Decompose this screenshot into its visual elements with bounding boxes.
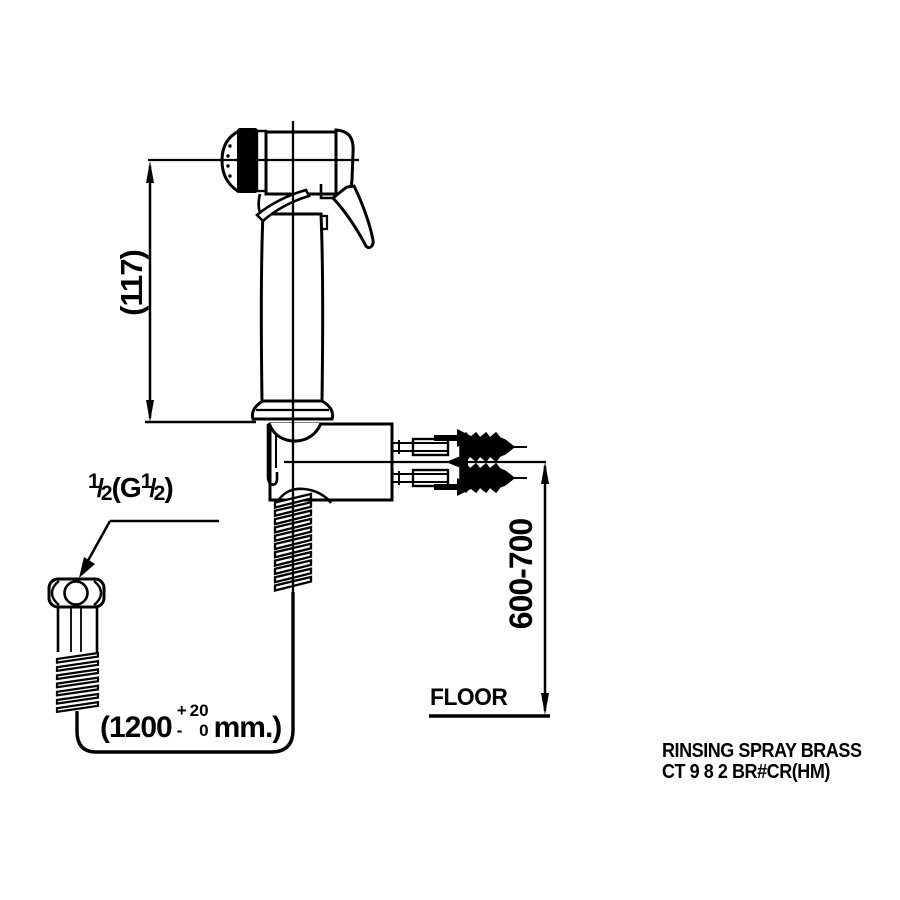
spray-head	[220, 128, 375, 250]
trigger-lever	[330, 184, 375, 250]
dim-117-label: (117)	[114, 250, 149, 316]
dim-arrow-up	[541, 462, 549, 484]
floor-label: FLOOR	[430, 684, 508, 711]
mounting-screw-top	[392, 429, 527, 463]
centerlines	[148, 121, 546, 592]
dimension-600-700	[541, 462, 549, 715]
mounting-screw-bottom	[392, 462, 527, 496]
title-block: RINSING SPRAY BRASS CT 9 8 2 BR#CR(HM)	[662, 741, 862, 783]
thread-leader-line	[79, 519, 219, 578]
dim-600-700-label: 600-700	[502, 518, 539, 630]
hose-outlet-dome	[275, 487, 333, 504]
nozzle-holes	[226, 144, 232, 178]
product-code: CT 9 8 2 BR#CR(HM)	[662, 761, 830, 783]
underside-wedge	[255, 188, 311, 223]
hose-connector	[47, 577, 106, 714]
bracket-hook	[266, 424, 279, 486]
dimension-117	[145, 161, 256, 424]
thread-size-label: 1/2(G1/2)	[88, 470, 174, 505]
wall-anchor-icon	[459, 462, 516, 494]
dim-arrow-down	[146, 400, 154, 422]
tolerance-stack: + 20 - 0	[176, 701, 209, 740]
nozzle-face	[220, 129, 240, 194]
dim-arrow-up	[146, 161, 154, 183]
trigger-pivot	[319, 184, 333, 200]
leader-arrow-head	[79, 557, 95, 578]
product-name: RINSING SPRAY BRASS	[662, 740, 862, 762]
connector-body	[56, 607, 99, 652]
handle-dome	[267, 422, 323, 443]
dim-arrow-down	[541, 693, 549, 715]
connector-threads	[55, 651, 100, 714]
flexible-hose	[75, 592, 295, 754]
hose-length-label: (1200 + 20 - 0 mm.)	[100, 701, 282, 745]
trigger-guard-step	[321, 214, 329, 231]
head-body	[264, 130, 338, 196]
wall-anchor-icon	[459, 431, 516, 463]
connector-nut	[47, 577, 106, 609]
